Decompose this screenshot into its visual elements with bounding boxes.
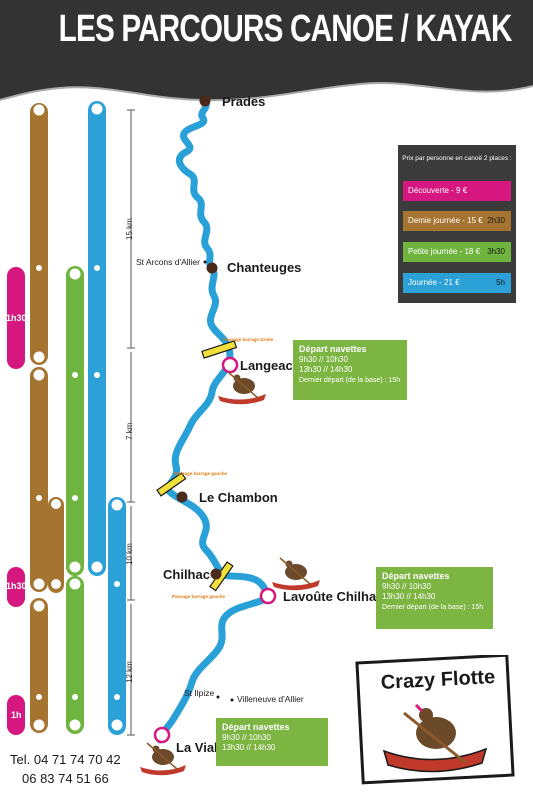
base-marker-langeac [221,356,239,374]
price-label: Demie journée - 15 € [408,216,483,225]
navette-line: 9h30 // 10h30 [222,732,271,742]
town-dot-villeneuve [230,698,234,702]
canoe-mascot-langeac [218,371,266,405]
town-lavoute: Lavoûte Chilhac [283,589,384,604]
price-duration: 2h30 [487,216,505,225]
town-chanteuges: Chanteuges [227,260,302,275]
navette-line: Dernier départ (de la base) : 15h [382,603,484,611]
base-marker-la-vialette [153,726,171,744]
bar-petite-journee [66,266,84,734]
price-duration: 3h30 [487,247,505,256]
town-chilhac: Chilhac [163,567,210,582]
dam-marker-chambon [156,472,187,497]
price-row-decouverte: Découverte - 9 € [403,181,511,201]
bar-label-3: 1h [11,710,22,720]
town-dot-prades [199,95,211,107]
canoe-mascot-lavoute [272,557,320,591]
navette-title: Départ navettes [222,722,290,732]
navette-box-langeac: Départ navettes 9h30 // 10h30 13h30 // 1… [293,340,407,400]
navette-title: Départ navettes [382,571,450,581]
dam-marker-langeac [201,340,238,359]
canoe-mascot-la-vialette [140,742,186,776]
town-st-arcons: St Arcons d'Allier [136,257,200,267]
price-label: Petite journée - 18 € [408,247,481,256]
bar-label-1: 1h30 [6,313,27,323]
price-panel: Prix par personne en canoë 2 places : Dé… [398,145,516,303]
navette-line: 9h30 // 10h30 [299,354,348,364]
portage-label-chilhac: Passage barrage gauche [172,594,226,599]
base-marker-lavoute [259,587,277,605]
crazy-flotte-logo: Crazy Flotte [354,653,516,785]
navette-title: Départ navettes [299,344,367,354]
navette-line: 13h30 // 14h30 [299,365,353,374]
bar-decouverte [7,267,25,735]
navette-box-lavoute: Départ navettes 9h30 // 10h30 13h30 // 1… [376,567,493,629]
price-row-journee: Journée - 21 € 5h [403,273,511,293]
distance-scale [127,109,135,736]
header-banner [0,0,533,102]
route-bars [7,101,126,735]
bar-demi-journee [30,103,64,733]
price-label: Découverte - 9 € [408,186,468,195]
town-villeneuve: Villeneuve d'Allier [237,694,304,704]
navette-line: Dernier départ (de la base) : 15h [299,376,401,384]
town-le-chambon: Le Chambon [199,490,278,505]
portage-label-chambon: Passage barrage gauche [174,471,228,476]
price-row-demi-journee: Demie journée - 15 € 2h30 [403,211,511,231]
price-header: Prix par personne en canoë 2 places : [402,155,512,162]
contact-phone: Tel. 04 71 74 70 42 06 83 74 51 66 [10,750,121,788]
town-langeac: Langeac [240,358,293,373]
navette-line: 13h30 // 14h30 [222,743,276,752]
phone-line-1: Tel. 04 71 74 70 42 [10,752,121,767]
town-dot-le-chambon [176,491,188,503]
town-dot-st-arcons [203,260,207,264]
town-dot-st-ilpize [216,695,220,699]
river-allier [156,97,272,744]
town-dot-chanteuges [206,262,218,274]
town-prades: Prades [222,94,266,109]
phone-line-2: 06 83 74 51 66 [22,771,109,786]
navette-line: 9h30 // 10h30 [382,581,431,591]
town-st-ilpize: St Ilpize [184,688,215,698]
navette-box-la-vialette: Départ navettes 9h30 // 10h30 13h30 // 1… [216,718,328,766]
price-duration: 5h [496,278,505,287]
navette-line: 13h30 // 14h30 [382,592,436,601]
bar-journee [88,101,126,735]
page-title: LES PARCOURS CANOE / KAYAK [58,8,513,50]
bar-label-2: 1h30 [6,581,27,591]
price-label: Journée - 21 € [408,278,460,287]
portage-label-langeac: Passage barrage Droite [223,337,274,342]
price-row-petite-journee: Petite journée - 18 € 3h30 [403,242,511,262]
town-dot-chilhac [210,568,222,580]
